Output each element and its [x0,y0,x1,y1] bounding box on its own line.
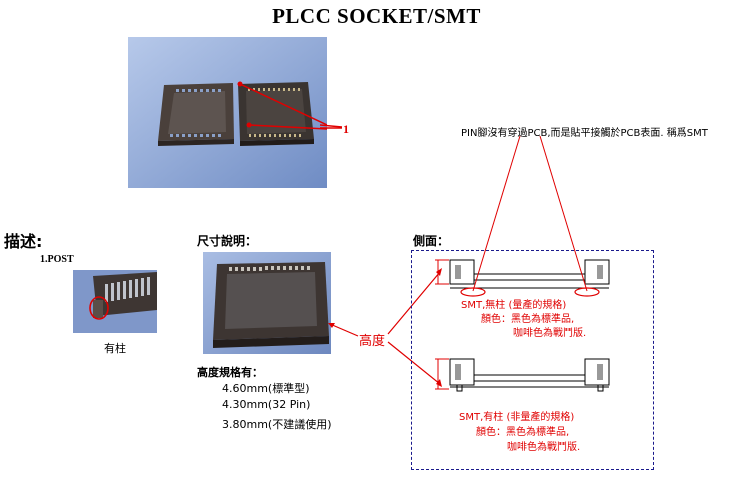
pin-note: PIN腳沒有穿過PCB,而是貼平接觸於PCB表面. 稱爲SMT [461,128,708,139]
top-note-line2: 顏色：黑色為標準品, [481,314,575,325]
post-subheading: 1.POST [40,254,74,265]
dimension-photo [203,252,331,354]
side-view-frame [411,250,654,470]
spec-item: 4.30mm(32 Pin) [222,398,311,411]
callout-number: 1 [343,122,349,136]
main-product-photo [128,37,327,188]
side-view-drawing-bottom [435,358,610,392]
side-view-heading: 側面： [413,234,450,248]
bottom-note-line3: 咖啡色為戰鬥版. [507,442,581,453]
spec-heading: 高度規格有： [197,366,263,379]
dimension-heading: 尺寸說明： [197,234,258,248]
bottom-note-line2: 顏色：黑色為標準品, [476,427,570,438]
page-title: PLCC SOCKET/SMT [272,4,481,28]
post-photo [73,270,157,333]
description-heading: 描述: [4,232,43,251]
height-arrows [328,268,442,387]
bottom-note-line1: SMT,有柱 (非量產的規格) [459,412,575,423]
top-note-line1: SMT,無柱 (量產的規格) [461,300,567,311]
post-caption: 有柱 [104,342,126,355]
height-label: 高度 [359,334,386,349]
spec-item: 3.80mm(不建議使用) [222,418,332,431]
side-view-drawing-top [435,259,610,297]
top-note-line3: 咖啡色為戰鬥版. [513,328,587,339]
pin-note-lines [472,136,588,292]
callout-lines [320,124,343,129]
spec-item: 4.60mm(標準型) [222,382,310,395]
